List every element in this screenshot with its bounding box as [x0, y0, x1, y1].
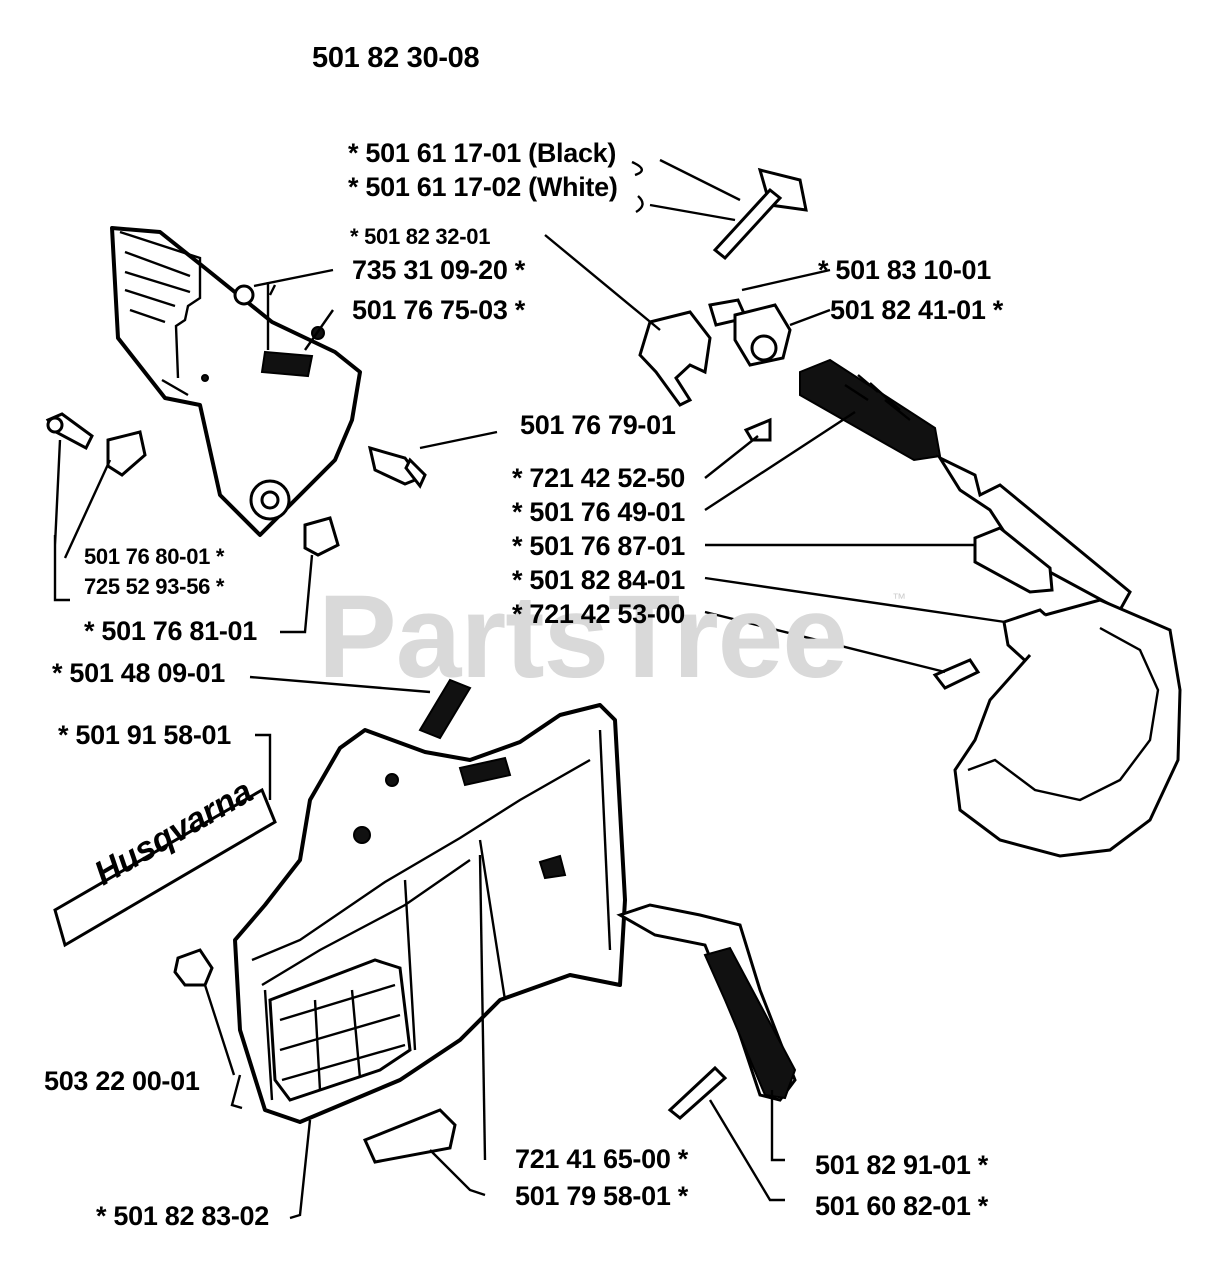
chain-brake-cover [233, 703, 627, 1124]
part-label: * 501 91 58-01 [58, 720, 231, 750]
part-label: 501 76 75-03 * [352, 295, 525, 325]
part-label: * 501 61 17-02 (White) [348, 172, 618, 202]
part-label: * 501 82 32-01 [350, 224, 491, 249]
guard-piece [362, 1108, 457, 1164]
part-label: * 501 76 87-01 [512, 531, 685, 561]
part-label: * 501 61 17-01 (Black) [348, 138, 617, 168]
part-label: * 501 76 81-01 [84, 616, 257, 646]
part-label: * 501 82 83-02 [96, 1201, 269, 1231]
husqvarna-decal [53, 787, 277, 948]
watermark: PartsTree [318, 571, 848, 703]
part-label: * 501 82 84-01 [512, 565, 685, 595]
part-label: 503 22 00-01 [44, 1066, 200, 1096]
part-label: * 501 76 49-01 [512, 497, 685, 527]
part-label: * 721 42 52-50 [512, 463, 685, 493]
small-parts-left [45, 284, 427, 557]
part-label: 501 76 79-01 [520, 410, 676, 440]
part-label: 501 60 82-01 * [815, 1191, 988, 1221]
leader-lines [53, 158, 1006, 1220]
part-label: 501 79 58-01 * [515, 1181, 688, 1211]
brake-mechanism [638, 167, 1182, 858]
chain-brake-handle [110, 226, 362, 537]
part-label: 501 76 80-01 * [84, 544, 225, 569]
assembly-title: 501 82 30-08 [312, 42, 480, 74]
part-label: * 501 83 10-01 [818, 255, 991, 285]
rear-handle [616, 903, 797, 1120]
part-label: * 501 48 09-01 [52, 658, 225, 688]
part-label: * 721 42 53-00 [512, 599, 685, 629]
part-label: 501 82 91-01 * [815, 1150, 988, 1180]
part-label: 735 31 09-20 * [352, 255, 525, 285]
part-label: 725 52 93-56 * [84, 574, 225, 599]
part-label: 501 82 41-01 * [830, 295, 1003, 325]
spring-small [418, 678, 472, 740]
part-label: 721 41 65-00 * [515, 1144, 688, 1174]
watermark-trademark: ™ [892, 590, 906, 606]
nut [173, 948, 214, 987]
